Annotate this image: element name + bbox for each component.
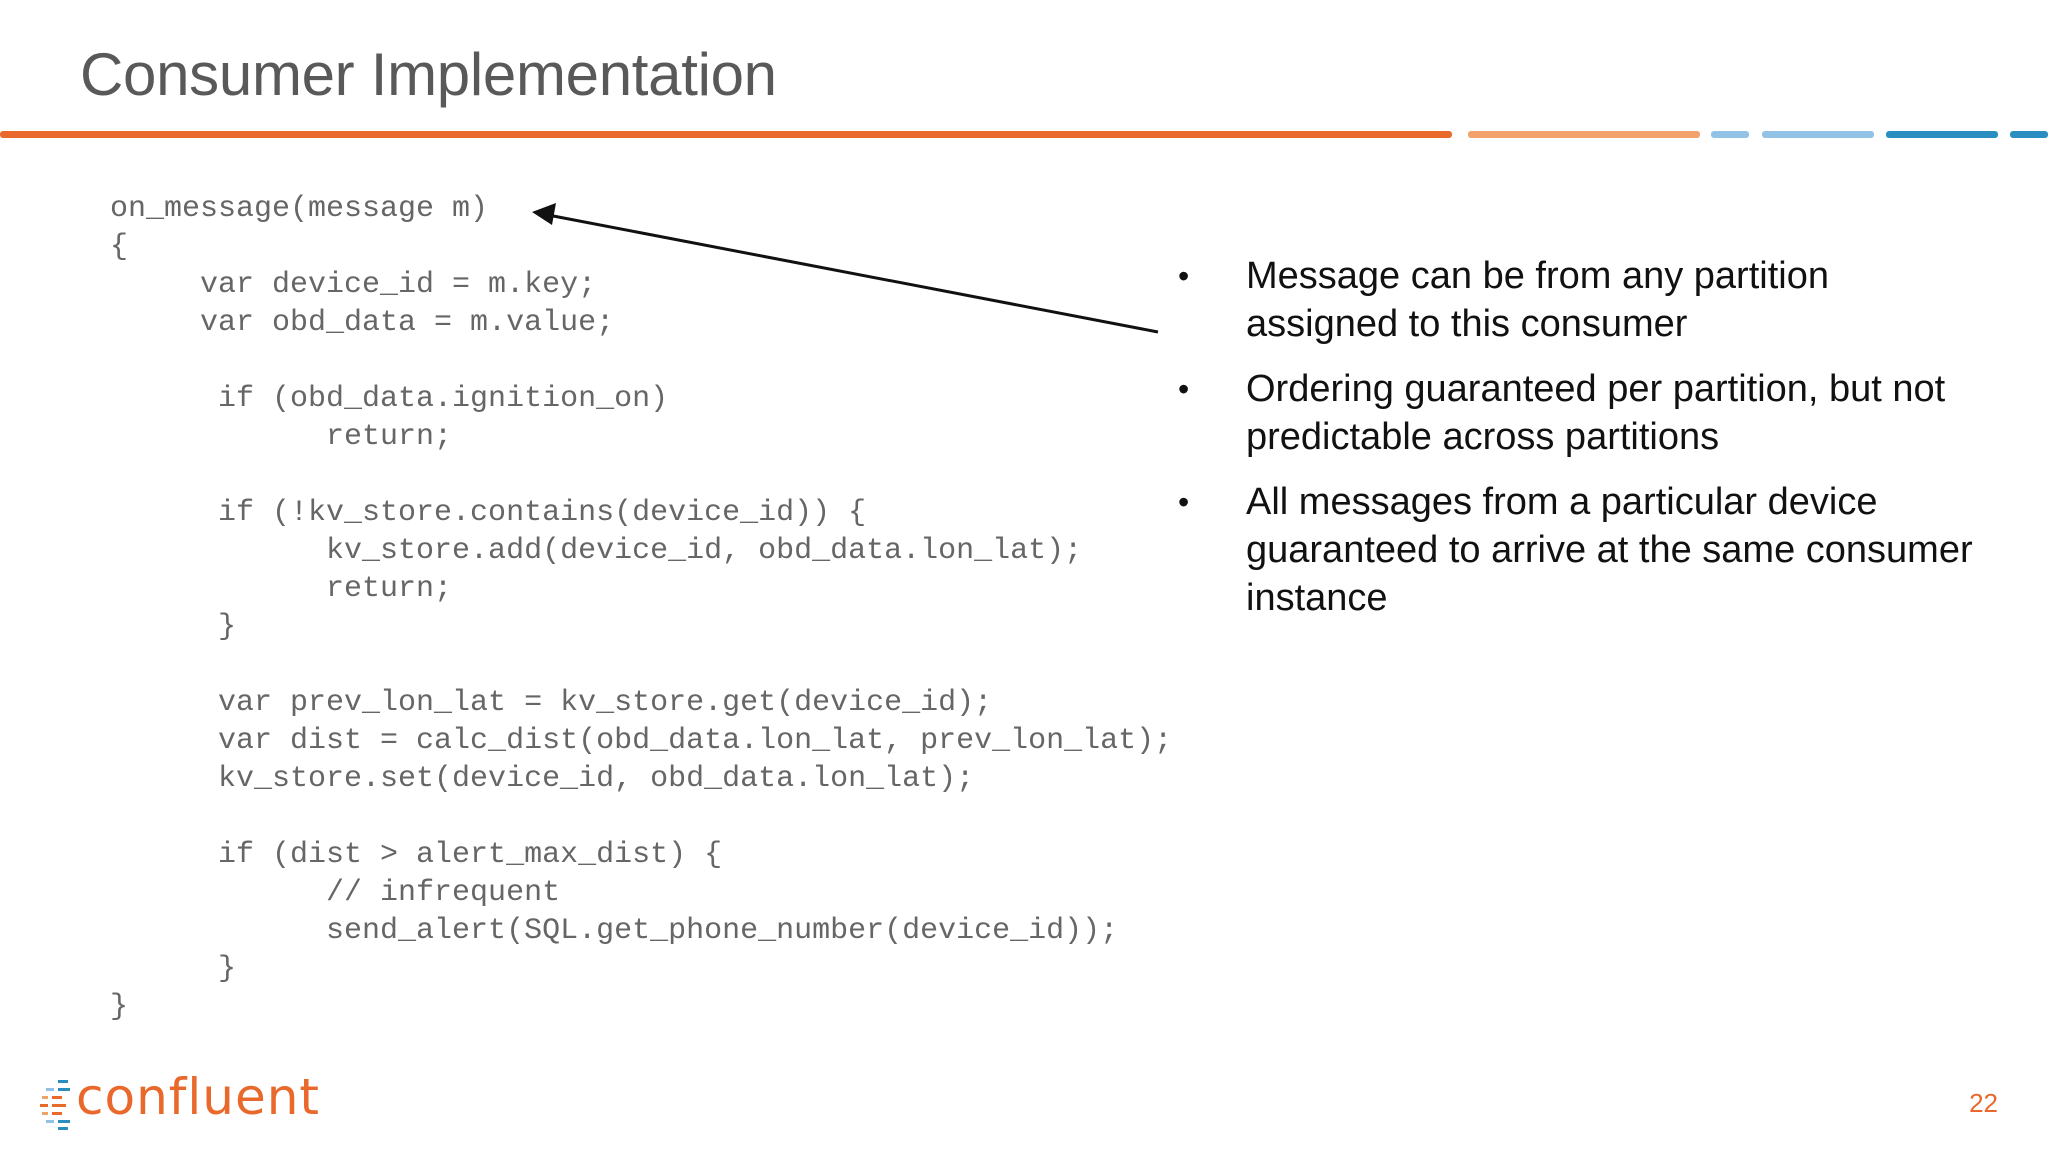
code-block: on_message(message m) { var device_id = … [110, 190, 1172, 1026]
code-line: if (!kv_store.contains(device_id)) { [110, 496, 867, 530]
code-line: var device_id = m.key; [110, 268, 597, 302]
bullet-list: • Message can be from any partition assi… [1170, 252, 1990, 639]
bullet-dot: • [1178, 371, 1190, 407]
bullet-item: • Message can be from any partition assi… [1170, 252, 1990, 348]
underline-segment-light-blue [1762, 131, 1874, 138]
bullet-dot: • [1178, 484, 1190, 520]
underline-segment-light-blue-short [1711, 131, 1749, 138]
code-line: kv_store.add(device_id, obd_data.lon_lat… [110, 534, 1083, 568]
bullet-dot: • [1178, 258, 1190, 294]
bullet-text: Ordering guaranteed per partition, but n… [1246, 368, 1946, 458]
slide-title: Consumer Implementation [80, 41, 777, 108]
page-number: 22 [1969, 1088, 1998, 1118]
confluent-logo-mark-icon [40, 1080, 70, 1130]
code-line: return; [110, 572, 453, 606]
code-line: } [110, 990, 129, 1024]
code-line: return; [110, 420, 453, 454]
underline-segment-blue [1886, 131, 1998, 138]
code-line: } [110, 952, 237, 986]
confluent-logo: confluent [40, 1068, 320, 1138]
code-line: } [110, 610, 237, 644]
underline-segment-orange [0, 131, 1452, 138]
underline-segment-light-orange [1468, 131, 1700, 138]
logo-wordmark: confluent [76, 1068, 321, 1126]
code-line: if (obd_data.ignition_on) [110, 382, 669, 416]
code-line: var dist = calc_dist(obd_data.lon_lat, p… [110, 724, 1173, 758]
code-line: var prev_lon_lat = kv_store.get(device_i… [110, 686, 993, 720]
code-line: // infrequent [110, 876, 561, 910]
code-line: if (dist > alert_max_dist) { [110, 838, 723, 872]
underline-segment-blue-short [2010, 131, 2048, 138]
code-line: { [110, 230, 129, 264]
bullet-text: All messages from a particular device gu… [1246, 481, 1973, 619]
code-line: kv_store.set(device_id, obd_data.lon_lat… [110, 762, 975, 796]
bullet-item: • Ordering guaranteed per partition, but… [1170, 365, 1990, 461]
bullet-item: • All messages from a particular device … [1170, 478, 1990, 622]
bullet-text: Message can be from any partition assign… [1246, 255, 1829, 345]
code-line: var obd_data = m.value; [110, 306, 615, 340]
code-line: send_alert(SQL.get_phone_number(device_i… [110, 914, 1119, 948]
code-line: on_message(message m) [110, 192, 489, 226]
